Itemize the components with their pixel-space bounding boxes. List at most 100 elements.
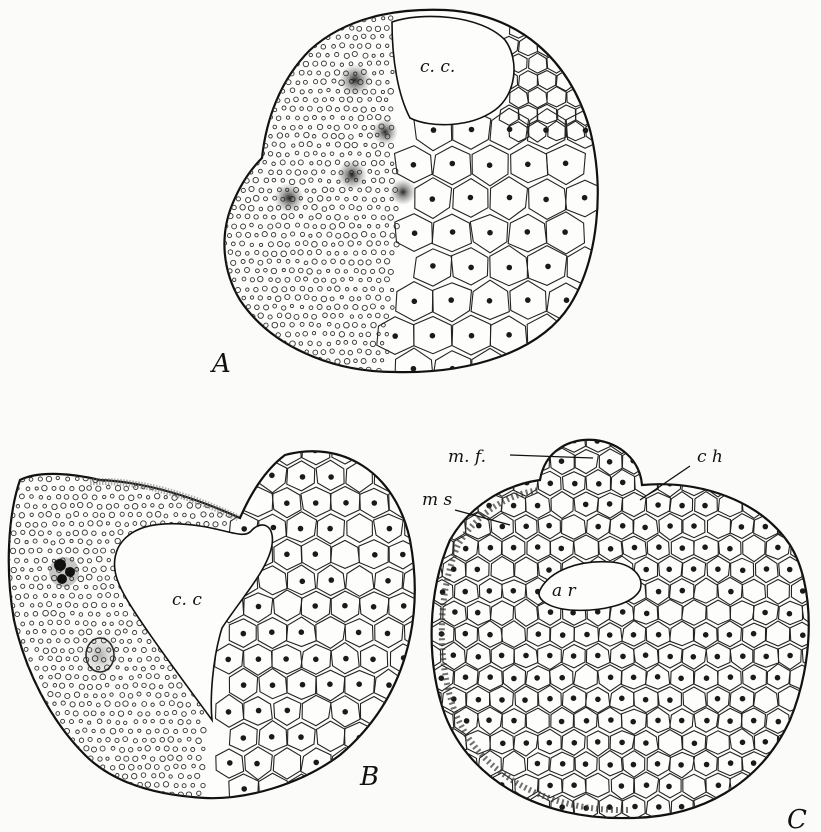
blastomere-cell bbox=[779, 773, 802, 798]
yolk-granule bbox=[317, 34, 322, 39]
yolk-granule bbox=[84, 765, 88, 769]
cell-nucleus bbox=[563, 161, 569, 167]
cell-nucleus bbox=[727, 632, 733, 638]
cell-nucleus bbox=[728, 589, 734, 595]
cell-nucleus bbox=[548, 481, 554, 487]
blastomere-cell bbox=[730, 427, 754, 454]
yolk-granule bbox=[258, 133, 263, 138]
panel-a-cavity-label: c. c. bbox=[420, 57, 455, 77]
cell-nucleus bbox=[476, 654, 482, 660]
cell-nucleus bbox=[328, 786, 334, 792]
blastomere-cell bbox=[803, 772, 821, 799]
yolk-granule bbox=[7, 792, 12, 797]
cell-nucleus bbox=[703, 632, 709, 638]
blastomere-cell bbox=[418, 427, 443, 454]
yolk-granule bbox=[159, 468, 162, 471]
yolk-granule bbox=[308, 16, 313, 21]
blastomere-cell bbox=[454, 794, 479, 821]
yolk-granule bbox=[97, 467, 102, 472]
cell-nucleus bbox=[678, 676, 684, 682]
cell-nucleus bbox=[372, 500, 378, 506]
yolk-granule bbox=[156, 476, 161, 481]
yolk-granule bbox=[227, 71, 232, 76]
cell-nucleus bbox=[727, 458, 733, 464]
cell-nucleus bbox=[462, 589, 468, 595]
blastomere-cell bbox=[403, 669, 431, 702]
yolk-granule bbox=[219, 36, 224, 41]
panel-c-letter: C bbox=[787, 805, 807, 832]
cell-nucleus bbox=[786, 524, 792, 530]
yolk-granule bbox=[201, 495, 205, 499]
yolk-granule bbox=[96, 773, 101, 778]
blastomere-cell bbox=[388, 697, 418, 726]
cell-nucleus bbox=[356, 630, 362, 636]
yolk-granule bbox=[367, 7, 372, 12]
yolk-granule bbox=[286, 62, 289, 65]
yolk-granule bbox=[61, 792, 65, 796]
yolk-granule bbox=[259, 79, 264, 84]
cell-nucleus bbox=[428, 524, 434, 530]
nucleolus bbox=[54, 559, 66, 571]
blastomere-cell bbox=[557, 1, 575, 22]
cell-nucleus bbox=[800, 718, 806, 724]
cell-nucleus bbox=[596, 481, 602, 487]
blastomere-cell bbox=[790, 493, 814, 517]
yolk-granule bbox=[281, 360, 285, 364]
cell-nucleus bbox=[559, 675, 565, 681]
yolk-granule bbox=[33, 719, 38, 724]
blastomere-cell bbox=[528, 19, 547, 39]
cell-nucleus bbox=[385, 631, 391, 637]
yolk-granule bbox=[128, 476, 132, 480]
yolk-granule bbox=[330, 25, 335, 30]
cell-nucleus bbox=[476, 697, 482, 703]
cell-nucleus bbox=[548, 609, 554, 615]
cell-nucleus bbox=[543, 197, 549, 203]
blastomere-cell bbox=[245, 435, 273, 465]
yolk-granule bbox=[258, 61, 263, 66]
yolk-granule bbox=[258, 115, 263, 120]
yolk-granule bbox=[20, 765, 25, 770]
yolk-granule bbox=[223, 502, 228, 507]
cell-nucleus bbox=[487, 298, 493, 304]
yolk-granule bbox=[61, 757, 65, 761]
cell-nucleus bbox=[620, 654, 626, 660]
cell-nucleus bbox=[431, 127, 437, 133]
yolk-granule bbox=[20, 676, 24, 680]
panel-c-ar-label: a r bbox=[552, 581, 577, 601]
cell-nucleus bbox=[507, 265, 513, 271]
yolk-granule bbox=[34, 756, 37, 759]
cell-nucleus bbox=[430, 263, 436, 269]
yolk-granule bbox=[29, 694, 32, 697]
cell-nucleus bbox=[329, 577, 335, 583]
yolk-granule bbox=[250, 80, 255, 85]
yolk-granule bbox=[276, 61, 280, 65]
cell-nucleus bbox=[468, 195, 474, 201]
cell-nucleus bbox=[256, 604, 262, 610]
yolk-granule bbox=[259, 26, 262, 29]
cell-nucleus bbox=[487, 674, 493, 680]
yolk-granule bbox=[15, 703, 20, 708]
yolk-granule bbox=[228, 305, 231, 308]
cell-nucleus bbox=[811, 523, 817, 529]
yolk-granule bbox=[335, 17, 340, 22]
cell-nucleus bbox=[655, 502, 661, 508]
cell-nucleus bbox=[499, 653, 505, 659]
yolk-granule bbox=[226, 476, 231, 481]
blastomere-cell bbox=[388, 436, 417, 466]
cell-nucleus bbox=[619, 740, 625, 746]
yolk-granule bbox=[217, 268, 222, 273]
blastomere-cell bbox=[229, 461, 257, 492]
blastomere-cell bbox=[403, 462, 432, 491]
cell-nucleus bbox=[386, 735, 392, 741]
yolk-granule bbox=[232, 332, 236, 336]
blastomere-cell bbox=[419, 772, 442, 798]
blastomere-cell bbox=[418, 513, 442, 540]
cell-nucleus bbox=[256, 708, 262, 714]
yolk-granule bbox=[241, 25, 245, 29]
yolk-granule bbox=[286, 367, 291, 372]
yolk-granule bbox=[222, 315, 226, 319]
yolk-granule bbox=[52, 738, 56, 742]
cell-nucleus bbox=[536, 631, 542, 637]
cell-nucleus bbox=[342, 603, 348, 609]
cell-nucleus bbox=[571, 653, 577, 659]
